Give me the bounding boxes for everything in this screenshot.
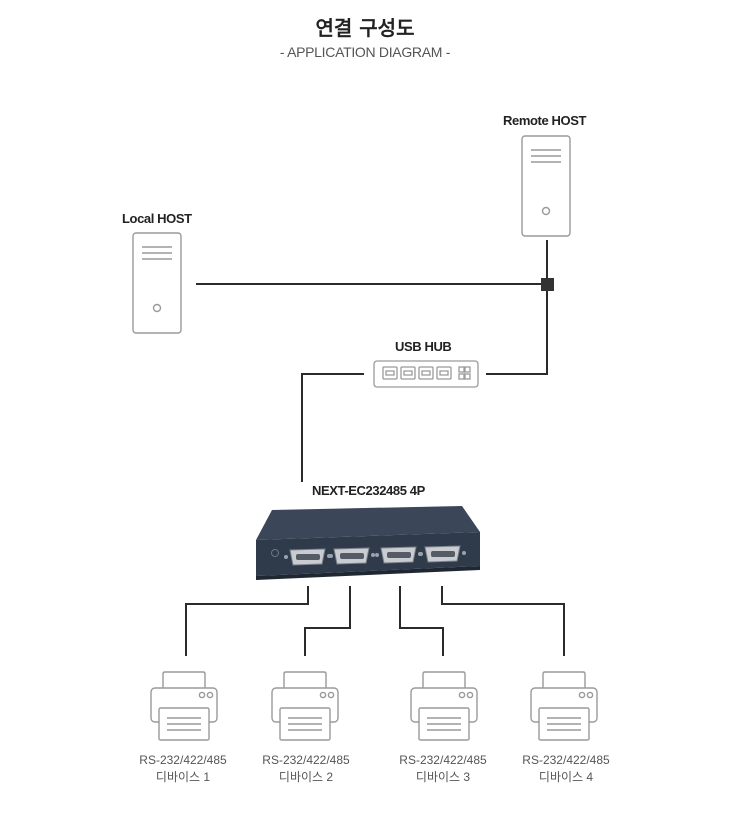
device-2-name: 디바이스 2 [278, 770, 334, 784]
device-1-name: 디바이스 1 [155, 770, 211, 784]
device-label-1: RS-232/422/485 디바이스 1 [123, 752, 243, 786]
device-label-3: RS-232/422/485 디바이스 3 [383, 752, 503, 786]
local-host-server-tower-icon [132, 232, 182, 334]
usb-hub-label: USB HUB [395, 339, 452, 354]
page-title: 연결 구성도 [315, 16, 415, 40]
printer-icon [150, 671, 218, 741]
printer-icon [410, 671, 478, 741]
line-port-to-device-4 [441, 586, 565, 656]
printer-icons [150, 671, 598, 741]
remote-host-server-tower-icon [521, 135, 571, 237]
remote-host-label: Remote HOST [503, 113, 587, 128]
printer-icon [530, 671, 598, 741]
device-label-2: RS-232/422/485 디바이스 2 [246, 752, 366, 786]
device-1-interface: RS-232/422/485 [139, 753, 227, 767]
connection-lines [185, 240, 565, 656]
line-port-to-device-1 [185, 586, 309, 656]
converter-label: NEXT-EC232485 4P [312, 483, 425, 498]
line-port-to-device-3 [399, 586, 444, 656]
device-3-name: 디바이스 3 [415, 770, 471, 784]
device-label-4: RS-232/422/485 디바이스 4 [506, 752, 626, 786]
device-4-interface: RS-232/422/485 [522, 753, 610, 767]
line-hub-to-converter [301, 373, 364, 482]
serial-converter-device-icon [256, 506, 480, 580]
line-junction-to-hub [486, 290, 548, 375]
device-4-name: 디바이스 4 [538, 770, 594, 784]
device-3-interface: RS-232/422/485 [399, 753, 487, 767]
usb-hub-icon [373, 360, 479, 388]
printer-icon [271, 671, 339, 741]
local-host-label: Local HOST [122, 211, 192, 226]
page-subtitle: - APPLICATION DIAGRAM - [279, 44, 451, 60]
junction-node [541, 278, 554, 291]
device-2-interface: RS-232/422/485 [262, 753, 350, 767]
line-port-to-device-2 [304, 586, 351, 656]
